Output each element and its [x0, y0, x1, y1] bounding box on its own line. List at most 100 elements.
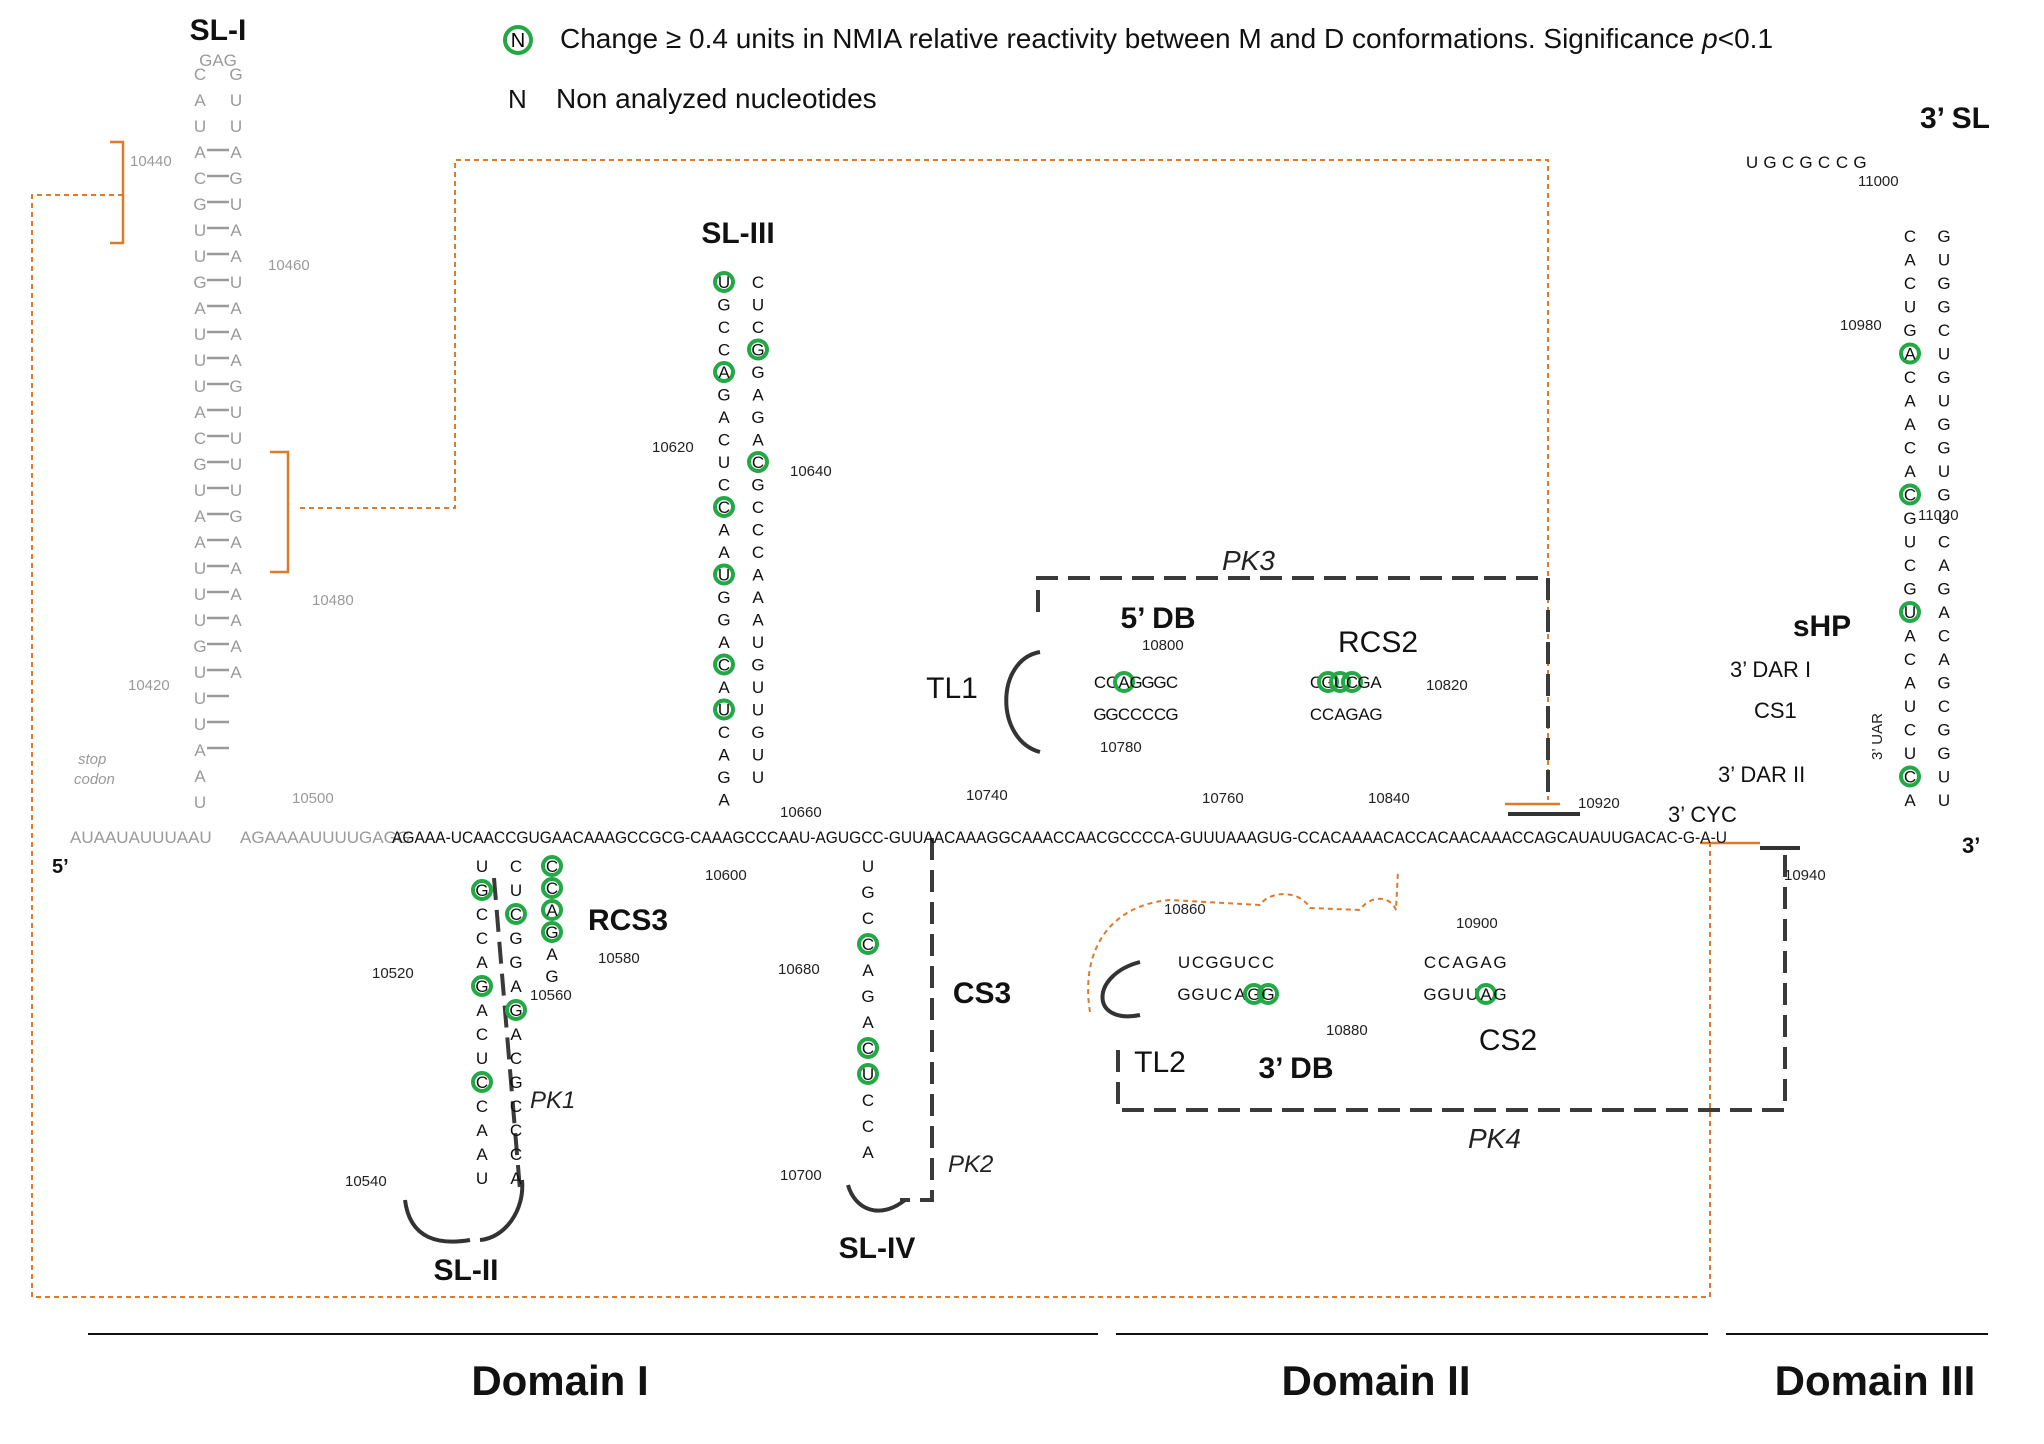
nucleotide: C: [718, 431, 730, 450]
nucleotide: A: [1358, 705, 1370, 724]
nucleotide: A: [230, 533, 242, 552]
nucleotide: C: [1220, 985, 1232, 1004]
nucleotide: C: [476, 1025, 488, 1044]
dar1-label: 3’ DAR I: [1730, 657, 1811, 682]
pk1-label: PK1: [530, 1087, 575, 1114]
nucleotide: A: [752, 611, 764, 630]
nucleotide: U: [752, 633, 764, 652]
nucleotide: C: [1438, 953, 1450, 972]
nucleotide: A: [1334, 705, 1346, 724]
nucleotide: G: [1763, 153, 1776, 172]
nucleotide: A: [752, 566, 764, 585]
nucleotide: C: [194, 169, 206, 188]
nucleotide: A: [862, 961, 874, 980]
num-10620: 10620: [652, 439, 694, 456]
nucleotide: G: [509, 953, 522, 972]
nucleotide: C: [1938, 627, 1950, 646]
nucleotide: G: [1105, 705, 1118, 724]
nucleotide: A: [194, 741, 206, 760]
nucleotide: C: [1322, 705, 1334, 724]
nucleotide: G: [1191, 985, 1204, 1004]
long-range-line-outer: [31, 194, 1711, 1298]
nucleotide: G: [193, 637, 206, 656]
nucleotide: A: [752, 431, 764, 450]
nucleotide: C: [752, 543, 764, 562]
significant-nucleotide-marker: [541, 855, 563, 877]
sl1-loop-seq: GAG: [199, 51, 237, 70]
nucleotide: A: [194, 91, 206, 110]
nucleotide: G: [1937, 744, 1950, 763]
significant-nucleotide-marker: [747, 451, 769, 473]
nucleotide: U: [1904, 603, 1916, 622]
num-10920: 10920: [1578, 795, 1620, 812]
nucleotide: A: [718, 543, 730, 562]
nucleotide: C: [1424, 953, 1436, 972]
num-10840: 10840: [1368, 790, 1410, 807]
num-10820: 10820: [1426, 677, 1468, 694]
nucleotide: A: [1904, 791, 1916, 810]
nucleotide: A: [194, 507, 206, 526]
nucleotide: C: [752, 318, 764, 337]
nucleotide: C: [1154, 705, 1166, 724]
pk4-line: [1116, 852, 1787, 1112]
nucleotide: A: [752, 386, 764, 405]
num-10540: 10540: [345, 1173, 387, 1190]
nucleotide: C: [862, 1117, 874, 1136]
nucleotide: A: [510, 1169, 522, 1188]
significant-nucleotide-marker: [1329, 671, 1351, 693]
nucleotide: C: [510, 1049, 522, 1068]
nucleotide: U: [1938, 345, 1950, 364]
nucleotide: A: [194, 299, 206, 318]
nucleotide: C: [1130, 705, 1142, 724]
tl2-arc: [1100, 960, 1141, 1019]
nucleotide: G: [1153, 673, 1166, 692]
num-10480: 10480: [312, 592, 354, 609]
sl2-label: SL-II: [434, 1254, 499, 1287]
nucleotide: U: [1452, 985, 1464, 1004]
num-11020: 11020: [1918, 507, 1959, 524]
significant-nucleotide-marker: [1899, 342, 1921, 365]
nucleotide: G: [1903, 509, 1916, 528]
baseline-main: AGAAA-UCAACCGUGAACAAAGCCGCG-CAAAGCCCAAU-…: [392, 828, 1727, 847]
nucleotide: U: [194, 247, 206, 266]
nucleotide: U: [862, 1065, 874, 1084]
pk3-label: PK3: [1222, 545, 1275, 576]
num-10880: 10880: [1326, 1022, 1368, 1039]
num-10580: 10580: [598, 950, 640, 967]
nucleotide: U: [194, 559, 206, 578]
significant-nucleotide-marker: [541, 877, 563, 899]
nucleotide: U: [194, 221, 206, 240]
nucleotide: G: [229, 507, 242, 526]
nucleotide: A: [1370, 673, 1382, 692]
sl1-pairs: [207, 148, 229, 750]
nucleotide: U: [230, 455, 242, 474]
significant-nucleotide-marker: [713, 496, 735, 518]
nucleotide: A: [718, 791, 730, 810]
nucleotide: A: [230, 637, 242, 656]
nucleotide: G: [861, 987, 874, 1006]
nucleotide: U: [194, 351, 206, 370]
significant-nucleotide-marker: [541, 921, 563, 943]
sl3p-strands: CACUGACAACACGUCGUACAUCUCAGUGGCUGUGGUGUCA…: [1746, 153, 1951, 810]
nucleotide: U: [230, 273, 242, 292]
num-10420: 10420: [128, 677, 170, 694]
nucleotide: C: [510, 1145, 522, 1164]
num-10800: 10800: [1142, 637, 1184, 654]
nucleotide: C: [510, 1097, 522, 1116]
nucleotide: U: [230, 403, 242, 422]
nucleotide: C: [194, 65, 206, 84]
significant-nucleotide-marker: [1899, 601, 1921, 623]
nucleotide: G: [1937, 439, 1950, 458]
nucleotide: G: [509, 929, 522, 948]
nucleotide: C: [1904, 439, 1916, 458]
significant-nucleotide-marker: [471, 1071, 493, 1093]
domain3-label: Domain III: [1775, 1357, 1976, 1404]
nucleotide: G: [545, 923, 558, 942]
nucleotide: A: [1904, 462, 1916, 481]
nucleotide: G: [751, 476, 764, 495]
nucleotide: C: [1904, 650, 1916, 669]
nucleotide: A: [1452, 953, 1464, 972]
nucleotide: A: [718, 408, 730, 427]
significant-nucleotide-marker: [713, 698, 735, 721]
